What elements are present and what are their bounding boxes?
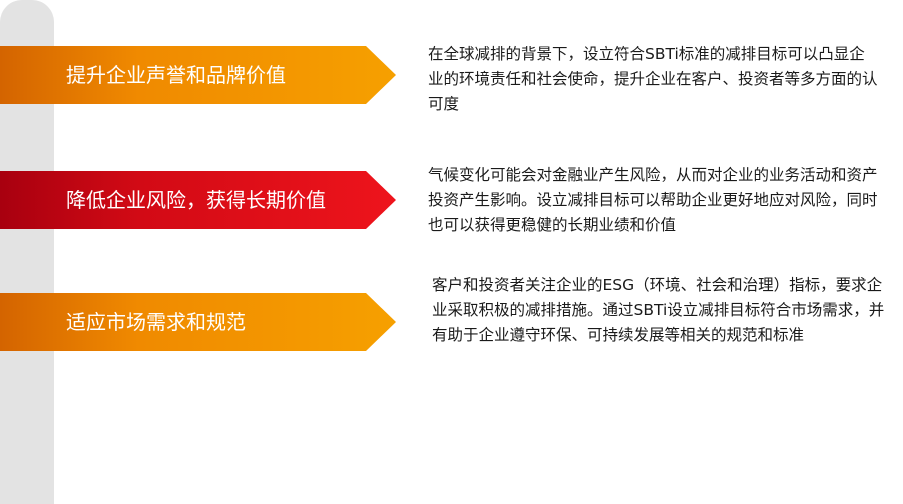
arrow-shape-market: [0, 293, 396, 351]
arrow-banner-risk: 降低企业风险，获得长期价值: [0, 171, 396, 229]
arrow-banner-market: 适应市场需求和规范: [0, 293, 396, 351]
description-risk: 气候变化可能会对金融业产生风险，从而对企业的业务活动和资产投资产生影响。设立减排…: [428, 166, 878, 234]
arrow-banner-reputation: 提升企业声誉和品牌价值: [0, 46, 396, 104]
arrow-label-risk: 降低企业风险，获得长期价值: [66, 188, 326, 212]
arrow-shape-risk: [0, 171, 396, 229]
arrow-label-reputation: 提升企业声誉和品牌价值: [66, 63, 286, 87]
description-market: 客户和投资者关注企业的ESG（环境、社会和治理）指标，要求企业采取积极的减排措施…: [432, 276, 885, 344]
arrow-label-market: 适应市场需求和规范: [66, 310, 246, 334]
description-reputation: 在全球减排的背景下，设立符合SBTi标准的减排目标可以凸显企业的环境责任和社会使…: [428, 45, 878, 113]
arrow-shape-reputation: [0, 46, 396, 104]
